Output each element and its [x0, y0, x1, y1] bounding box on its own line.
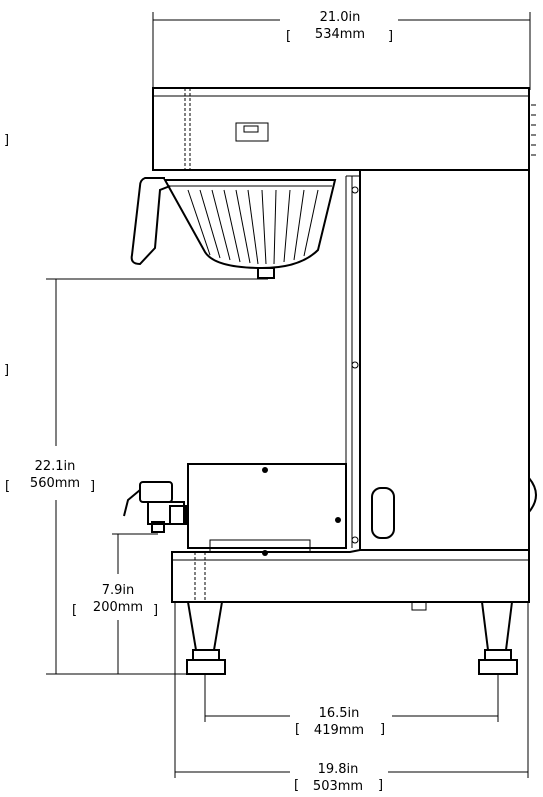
control-knob: [371, 487, 395, 539]
faucet-clearance-dimension: [ ] 7.9in 200mm: [72, 533, 158, 674]
base-depth-imperial: 19.8in: [318, 762, 359, 777]
bracket-right: ]: [388, 29, 393, 44]
height-to-basket-dimension: [ ] 22.1in 560mm: [5, 278, 268, 675]
faucet-handle: [139, 481, 173, 503]
overall-width-dimension: [ ] 21.0in 534mm: [152, 10, 531, 90]
edge-bracket-top: ]: [4, 133, 9, 148]
clearance-imperial: 7.9in: [102, 583, 135, 598]
bracket-left: [: [294, 778, 299, 793]
leg-spacing-dimension: [ ] 16.5in 419mm: [204, 674, 499, 738]
basket-ribs: [187, 189, 319, 265]
leg-spacing-metric: 419mm: [314, 723, 364, 738]
faucet-assembly: [123, 463, 347, 549]
leg-spacing-imperial: 16.5in: [319, 706, 360, 721]
legs: [186, 601, 518, 675]
bracket-right: ]: [90, 479, 95, 494]
bracket-left: [: [5, 479, 10, 494]
vent-ridges: [531, 104, 536, 156]
bracket-left: [: [295, 722, 300, 737]
label-plate: [235, 122, 269, 142]
bracket-left: [: [72, 603, 77, 618]
overall-width-imperial: 21.0in: [320, 10, 361, 25]
bracket-right: ]: [378, 778, 383, 793]
base-depth-metric: 503mm: [313, 779, 363, 794]
clearance-metric: 200mm: [93, 600, 143, 615]
bracket-right: ]: [153, 603, 158, 618]
overall-width-metric: 534mm: [315, 27, 365, 42]
height-imperial: 22.1in: [35, 459, 76, 474]
bracket-left: [: [286, 29, 291, 44]
edge-bracket-middle: ]: [4, 363, 9, 378]
height-metric: 560mm: [30, 476, 80, 491]
bracket-right: ]: [380, 722, 385, 737]
brew-basket: [130, 177, 337, 279]
brewer-body: [152, 87, 537, 611]
base-depth-dimension: [ ] 19.8in 503mm: [174, 602, 529, 794]
